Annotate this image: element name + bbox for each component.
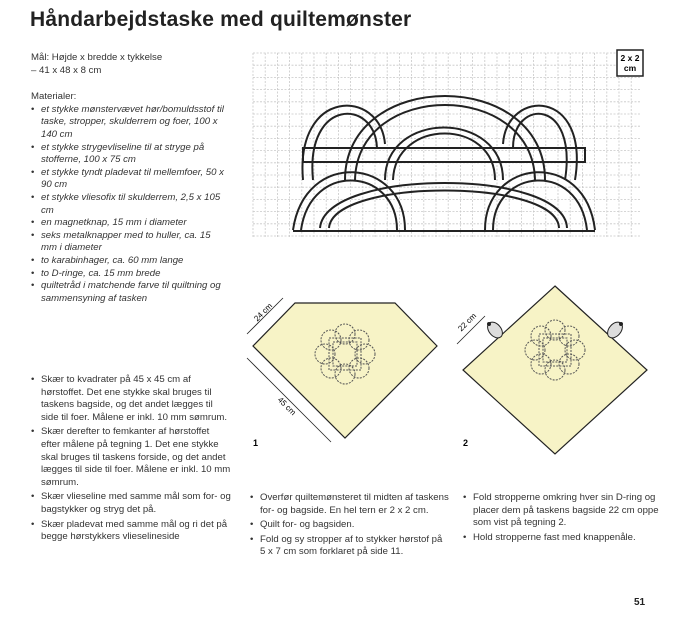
list-item: en magnetknap, 15 mm i diameter [31, 217, 229, 230]
list-item: et stykke tyndt pladevat til mellemfoer,… [31, 167, 229, 192]
figure-2-dim-a: 22 cm [456, 311, 478, 333]
scale-label-line2: cm [624, 63, 637, 73]
list-item: Skær derefter to femkanter af hørstoffet… [31, 426, 231, 489]
quilt-pattern-grid: 2 x 2 cm [252, 49, 644, 238]
list-item: et stykke vliesofix til skulderrem, 2,5 … [31, 192, 229, 217]
figure-1-dim-a: 24 cm [252, 301, 274, 323]
arch-pattern [292, 95, 596, 232]
figure-2-back-panel: 22 cm 2 [456, 285, 648, 455]
list-item: Skær to kvadrater på 45 x 45 cm af hørst… [31, 374, 231, 424]
list-item: Skær vlieseline med samme mål som for- o… [31, 491, 231, 516]
page-number: 51 [634, 597, 646, 608]
steps-right: Fold stropperne omkring hver sin D-ring … [463, 492, 668, 544]
square-fabric [462, 285, 648, 455]
quilt-motif [314, 323, 376, 385]
list-item: et stykke mønstervævet hør/bomuldsstof t… [31, 104, 229, 142]
figure-2-number: 2 [463, 438, 468, 448]
figure-1-front-panel: 24 cm 45 cm 1 [246, 297, 438, 448]
list-item: Fold stropperne omkring hver sin D-ring … [463, 492, 668, 530]
quilt-motif [524, 319, 586, 381]
list-item: quiltetråd i matchende farve til quiltni… [31, 280, 229, 305]
figure-1-number: 1 [253, 438, 258, 448]
figure-1-dim-b: 45 cm [276, 395, 298, 417]
list-item: Skær pladevat med samme mål og ri det på… [31, 519, 231, 544]
list-item: Hold stropperne fast med knappenåle. [463, 532, 668, 545]
steps-left: Skær to kvadrater på 45 x 45 cm af hørst… [31, 374, 231, 544]
scale-label-line1: 2 x 2 [621, 53, 640, 63]
measure-label: Mål: Højde x bredde x tykkelse [31, 52, 163, 63]
list-item: Fold og sy stropper af to stykker hørsto… [250, 534, 450, 559]
page-title: Håndarbejdstaske med quiltemønster [30, 8, 412, 31]
d-ring-strap-left [487, 321, 503, 339]
list-item: to karabinhager, ca. 60 mm lange [31, 255, 229, 268]
d-ring-strap-right [607, 321, 623, 339]
list-item: Quilt for- og bagsiden. [250, 519, 450, 532]
list-item: to D-ringe, ca. 15 mm brede [31, 268, 229, 281]
materials-list: et stykke mønstervævet hør/bomuldsstof t… [31, 104, 229, 306]
list-item: et stykke strygevliseline til at stryge … [31, 142, 229, 167]
scale-box [616, 49, 644, 77]
list-item: seks metalknapper med to huller, ca. 15 … [31, 230, 229, 255]
materials-heading: Materialer: [31, 91, 77, 103]
list-item: Overfør quiltemønsteret til midten af ta… [250, 492, 450, 517]
materials-column: Mål: Højde x bredde x tykkelse – 41 x 48… [31, 52, 229, 305]
steps-middle: Overfør quiltemønsteret til midten af ta… [250, 492, 450, 559]
measure-value: – 41 x 48 x 8 cm [31, 64, 102, 76]
